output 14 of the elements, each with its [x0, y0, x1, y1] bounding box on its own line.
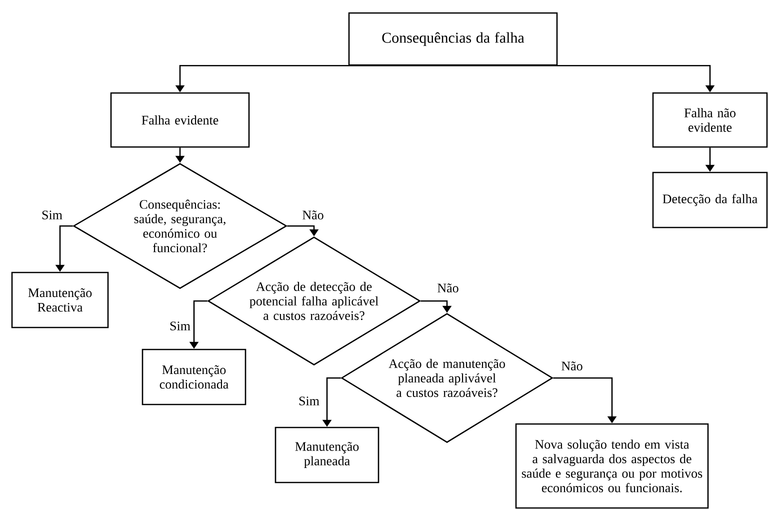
edge-label: Sim	[299, 396, 320, 406]
process-box: Manutenção Reactiva	[11, 272, 109, 328]
process-box: Manutenção condicionada	[142, 348, 246, 406]
process-box: Detecção da falha	[652, 172, 768, 228]
process-box: Consequências da falha	[348, 12, 558, 66]
edge-label: Não	[562, 362, 582, 370]
process-box: Falha evidente	[110, 92, 250, 148]
edge-label: Não	[438, 284, 458, 292]
process-box: Falha não evidente	[652, 92, 768, 148]
edge-label: Sim	[42, 210, 62, 220]
edge-label: Não	[302, 210, 324, 220]
process-box: Nova solução tendo em vista a salvaguarda dos aspectos de saúde e segurança ou por motivos económicos ou funcionais.	[515, 423, 709, 509]
edge-label: Sim	[170, 322, 190, 330]
process-box: Manutenção planeada	[274, 426, 380, 484]
